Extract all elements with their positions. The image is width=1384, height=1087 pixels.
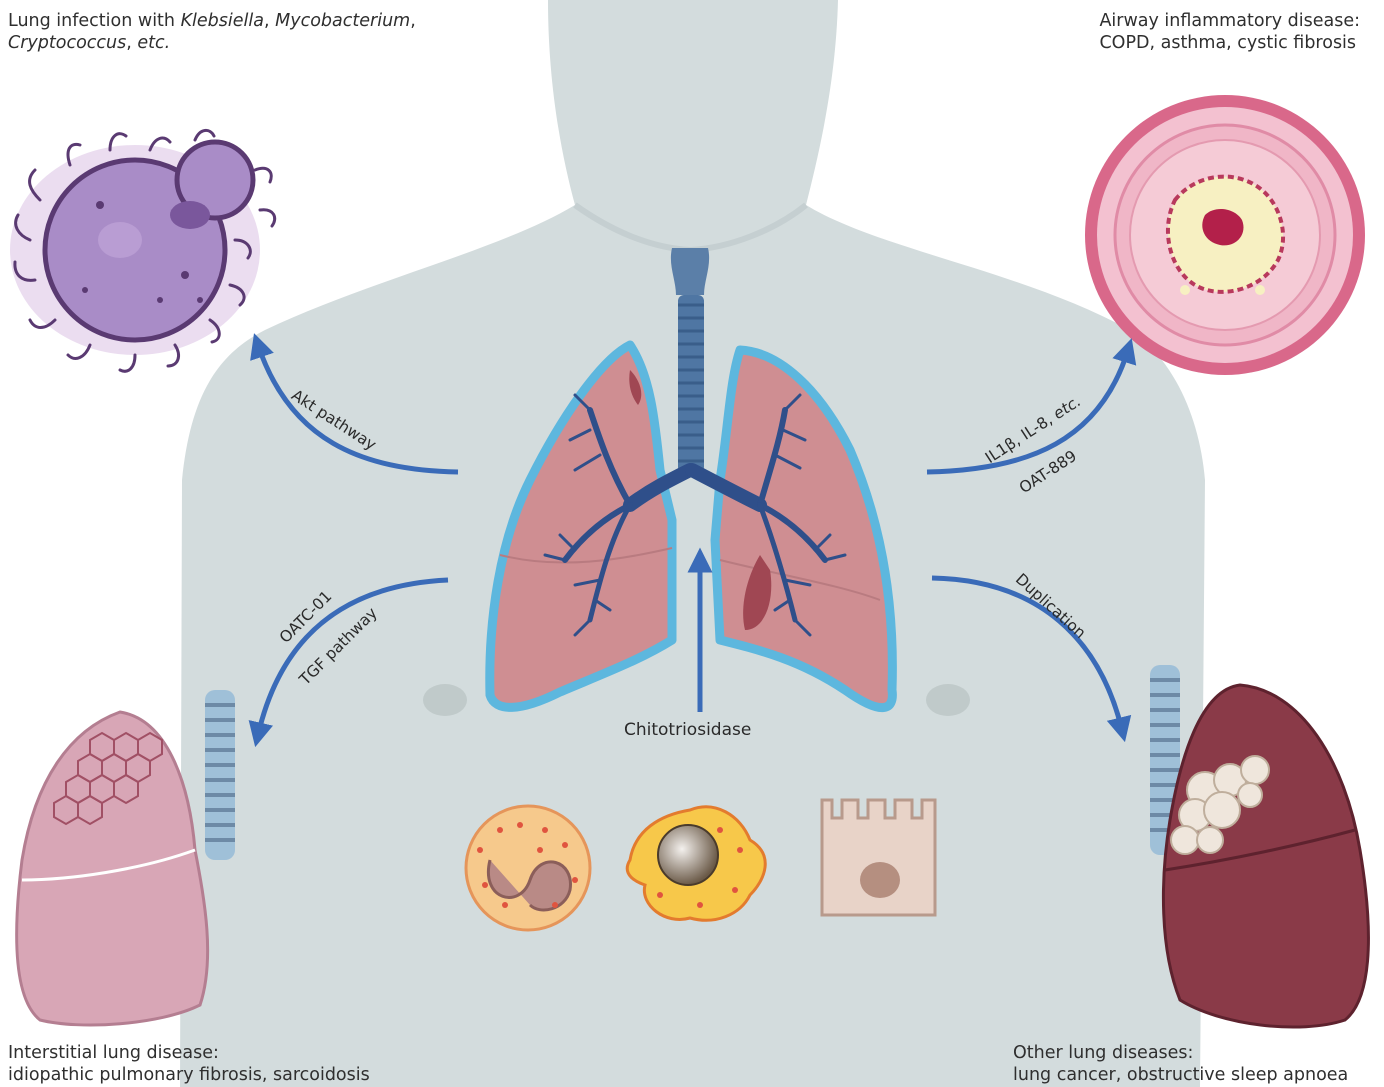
torso-silhouette: [180, 0, 1205, 1087]
airway-cross-section: [1085, 95, 1365, 375]
caption-top-right: Airway inflammatory disease: COPD, asthm…: [1099, 10, 1360, 54]
fungus-illustration: [10, 130, 275, 371]
caption-bottom-left: Interstitial lung disease: idiopathic pu…: [8, 1042, 370, 1086]
neutrophil-cell: [466, 806, 590, 930]
label-chitotriosidase: Chitotriosidase: [624, 720, 751, 740]
caption-bottom-right: Other lung diseases: lung cancer, obstru…: [1013, 1042, 1348, 1086]
caption-top-left: Lung infection with Klebsiella, Mycobact…: [8, 10, 416, 54]
right-nipple: [926, 684, 970, 716]
immune-cells: [466, 800, 935, 930]
left-nipple: [423, 684, 467, 716]
epithelial-cell: [822, 800, 935, 915]
